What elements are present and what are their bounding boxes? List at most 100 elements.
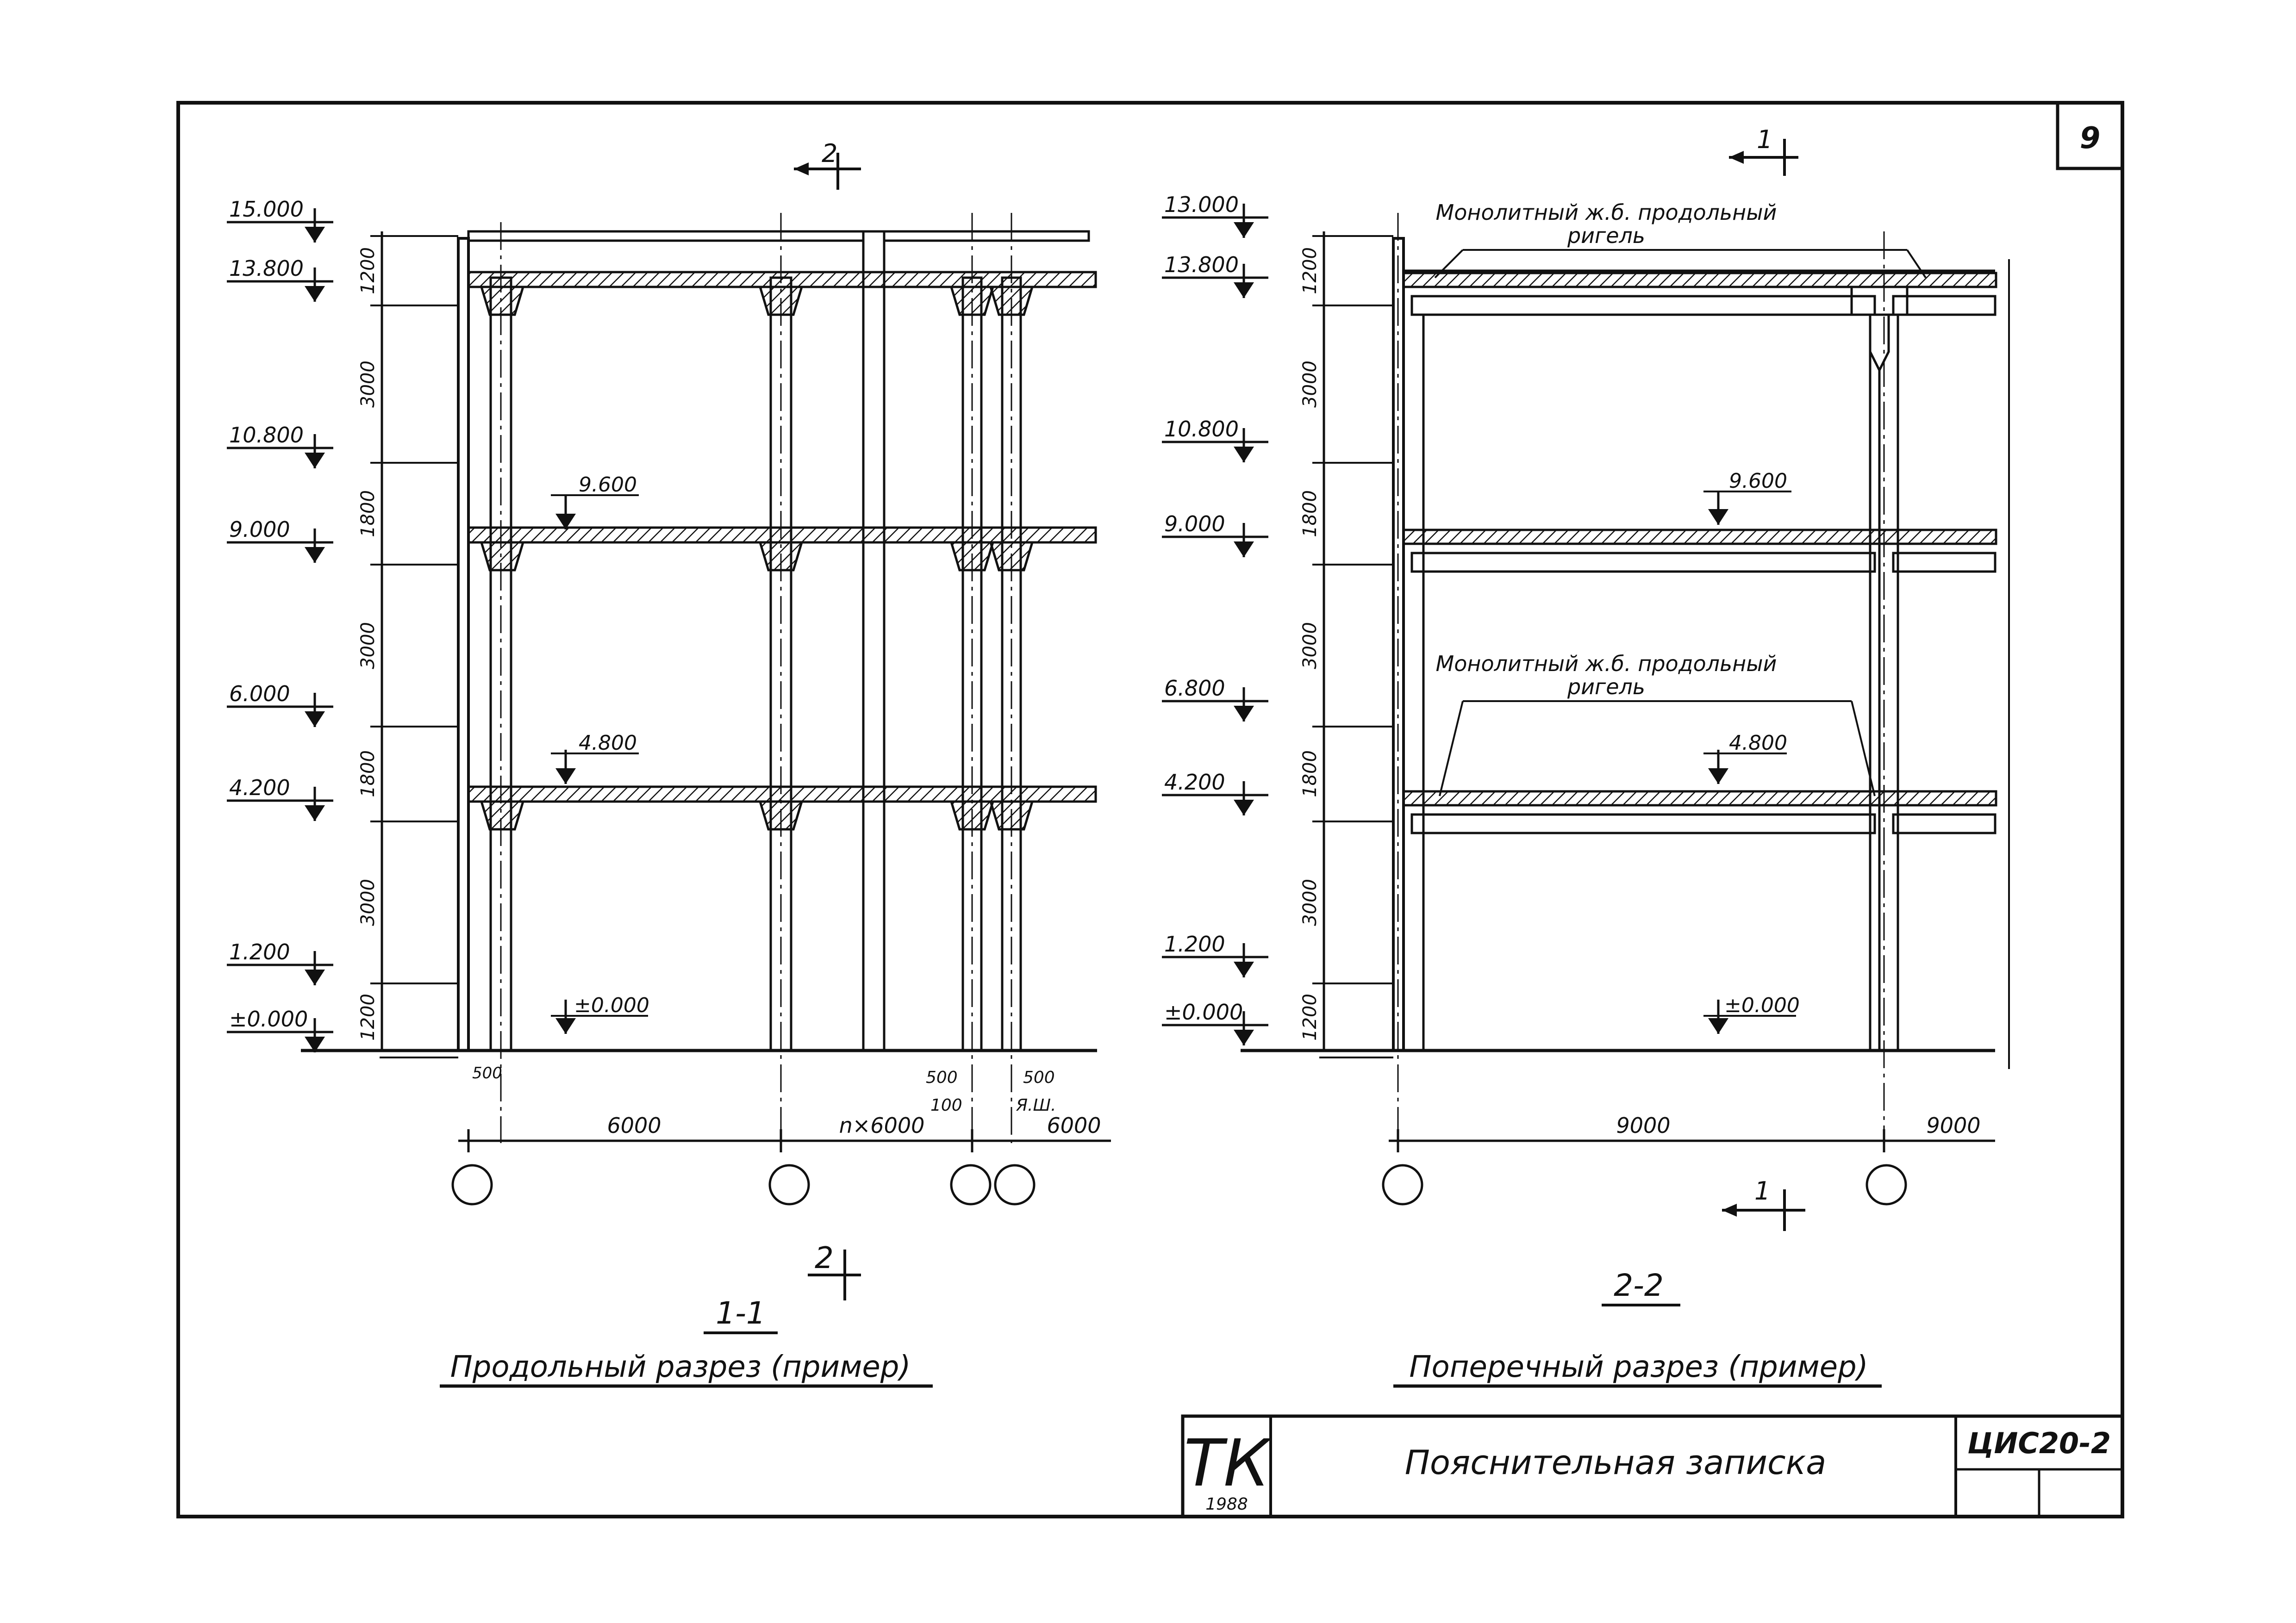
- cut-mark-label: 2: [815, 1241, 834, 1275]
- floor-mark-label: 9.600: [1729, 469, 1787, 493]
- dim-small: 100: [930, 1096, 962, 1115]
- axis-bubble: [994, 1164, 1036, 1206]
- elevation-label: 6.800: [1164, 676, 1225, 701]
- page-number: 9: [2080, 121, 2101, 155]
- vertical-dimension-chain-right: 1200 3000 1800 3000 1800 3000 1200: [1299, 231, 1393, 1051]
- beam-note-line: Монолитный ж.б. продольный: [1436, 200, 1777, 225]
- floor-mark-label: 4.800: [579, 731, 637, 755]
- span-label: 9000: [1616, 1113, 1670, 1138]
- floor-mark: 4.800: [1703, 731, 1787, 784]
- elevation-mark: 10.800: [227, 423, 333, 468]
- dim-small: 500: [472, 1064, 502, 1082]
- dim-label: 1800: [1299, 750, 1321, 797]
- vertical-dimension-chain-left: 1200 3000 1800 3000 1800 3000 1200: [357, 231, 458, 1051]
- frame-structure-left: [301, 213, 1097, 1143]
- floor-mark-label: ±0.000: [1724, 994, 1800, 1017]
- axis-bubble: [1382, 1164, 1423, 1206]
- elevation-mark: 4.200: [227, 775, 333, 821]
- page-number-box: [2056, 101, 2124, 170]
- floor-mark-label: ±0.000: [574, 994, 649, 1017]
- frame-structure-right: [1241, 213, 2010, 1143]
- elevation-label: ±0.000: [1164, 1000, 1243, 1025]
- floor-mark-label: 9.600: [579, 473, 637, 497]
- section-2-2: 13.000 13.800 10.800 9.000 6.800 4.200: [1162, 125, 2010, 1388]
- elevation-label: 4.200: [1164, 770, 1225, 795]
- title-block: ТК 1988 Пояснительная записка ЦИС20-2: [1181, 1414, 2124, 1518]
- elevation-mark: 13.800: [1162, 252, 1268, 298]
- elevation-label: 9.000: [229, 517, 290, 542]
- axis-bubble: [768, 1164, 810, 1206]
- dim-label: 1200: [1299, 994, 1321, 1041]
- floor-mark: ±0.000: [551, 994, 649, 1034]
- elevation-label: 1.200: [1164, 932, 1225, 957]
- axis-bubble: [1866, 1164, 1907, 1206]
- dim-label: 3000: [1299, 879, 1321, 926]
- dim-label: 3000: [1299, 622, 1321, 669]
- elevation-label: 10.800: [229, 423, 304, 448]
- document-code: ЦИС20-2: [1967, 1426, 2111, 1460]
- elevation-mark: 9.000: [1162, 511, 1268, 557]
- dim-small: Я.Ш.: [1016, 1096, 1056, 1115]
- longitudinal-beam-note-top: Монолитный ж.б. продольный ригель: [1434, 200, 1927, 279]
- span-dimensions-left: 6000 n×6000 6000: [458, 1113, 1111, 1152]
- cut-mark-label: 1: [1757, 125, 1772, 154]
- section-1-1: 15.000 13.800 10.800 9.000 6.000 4.200: [227, 139, 1111, 1388]
- span-label: n×6000: [839, 1113, 925, 1138]
- elevation-mark: 1.200: [1162, 932, 1268, 977]
- span-label: 6000: [607, 1113, 661, 1138]
- dim-label: 3000: [357, 361, 379, 408]
- dim-label: 1800: [357, 490, 379, 537]
- dim-small: 500: [1023, 1068, 1055, 1087]
- axis-bubble: [451, 1164, 493, 1206]
- dim-label: 1800: [1299, 490, 1321, 537]
- dim-label: 3000: [1299, 361, 1321, 408]
- cut-mark-top: 2: [794, 139, 861, 190]
- elevation-label: 13.800: [1164, 252, 1239, 277]
- longitudinal-beam-note-mid: Монолитный ж.б. продольный ригель: [1436, 651, 1876, 796]
- floor-mark: 4.800: [551, 731, 639, 784]
- elevation-mark: 4.200: [1162, 770, 1268, 815]
- axis-bubble: [950, 1164, 992, 1206]
- elevation-label: ±0.000: [229, 1007, 308, 1032]
- elevation-label: 10.800: [1164, 417, 1239, 442]
- dim-label: 3000: [357, 622, 379, 669]
- cut-mark-label: 1: [1754, 1176, 1770, 1206]
- beam-note-line: ригель: [1567, 223, 1645, 248]
- elevation-label: 13.800: [229, 256, 304, 281]
- dim-label: 1200: [1299, 247, 1321, 294]
- floor-mark-label: 4.800: [1729, 731, 1787, 755]
- elevation-mark: 6.800: [1162, 676, 1268, 721]
- elevation-label: 1.200: [229, 939, 290, 964]
- section-caption: Поперечный разрез (пример): [1409, 1350, 1868, 1384]
- floor-mark: 9.600: [551, 473, 639, 529]
- elevation-marks-right: 13.000 13.800 10.800 9.000 6.800 4.200: [1162, 192, 1268, 1045]
- elevation-label: 4.200: [229, 775, 290, 800]
- elevation-label: 13.000: [1164, 192, 1239, 217]
- elevation-label: 6.000: [229, 681, 290, 706]
- elevation-mark: 15.000: [227, 197, 333, 243]
- section-label: 2-2: [1614, 1268, 1664, 1303]
- floor-mark: ±0.000: [1703, 994, 1800, 1034]
- span-label: 6000: [1047, 1113, 1101, 1138]
- elevation-mark: ±0.000: [227, 1007, 333, 1052]
- stamp-year: 1988: [1205, 1495, 1248, 1514]
- explanatory-note-title: Пояснительная записка: [1405, 1443, 1827, 1482]
- elevation-mark: 10.800: [1162, 417, 1268, 462]
- dim-small: 500: [926, 1068, 958, 1087]
- elevation-marks-left: 15.000 13.800 10.800 9.000 6.000 4.200: [227, 197, 333, 1052]
- stamp-tk: ТК: [1184, 1426, 1273, 1501]
- elevation-mark: 13.000: [1162, 192, 1268, 238]
- elevation-mark: 9.000: [227, 517, 333, 563]
- elevation-mark: 1.200: [227, 939, 333, 985]
- cut-mark-bottom: 1: [1722, 1176, 1805, 1231]
- dim-label: 1200: [357, 994, 379, 1041]
- elevation-label: 9.000: [1164, 511, 1225, 536]
- span-label: 9000: [1926, 1113, 1980, 1138]
- dim-label: 3000: [357, 879, 379, 926]
- cut-mark-label: 2: [822, 139, 837, 168]
- section-caption: Продольный разрез (пример): [450, 1350, 911, 1384]
- beam-note-line: ригель: [1567, 674, 1645, 699]
- beam-note-line: Монолитный ж.б. продольный: [1436, 651, 1777, 676]
- sheet-frame: [176, 101, 2124, 1518]
